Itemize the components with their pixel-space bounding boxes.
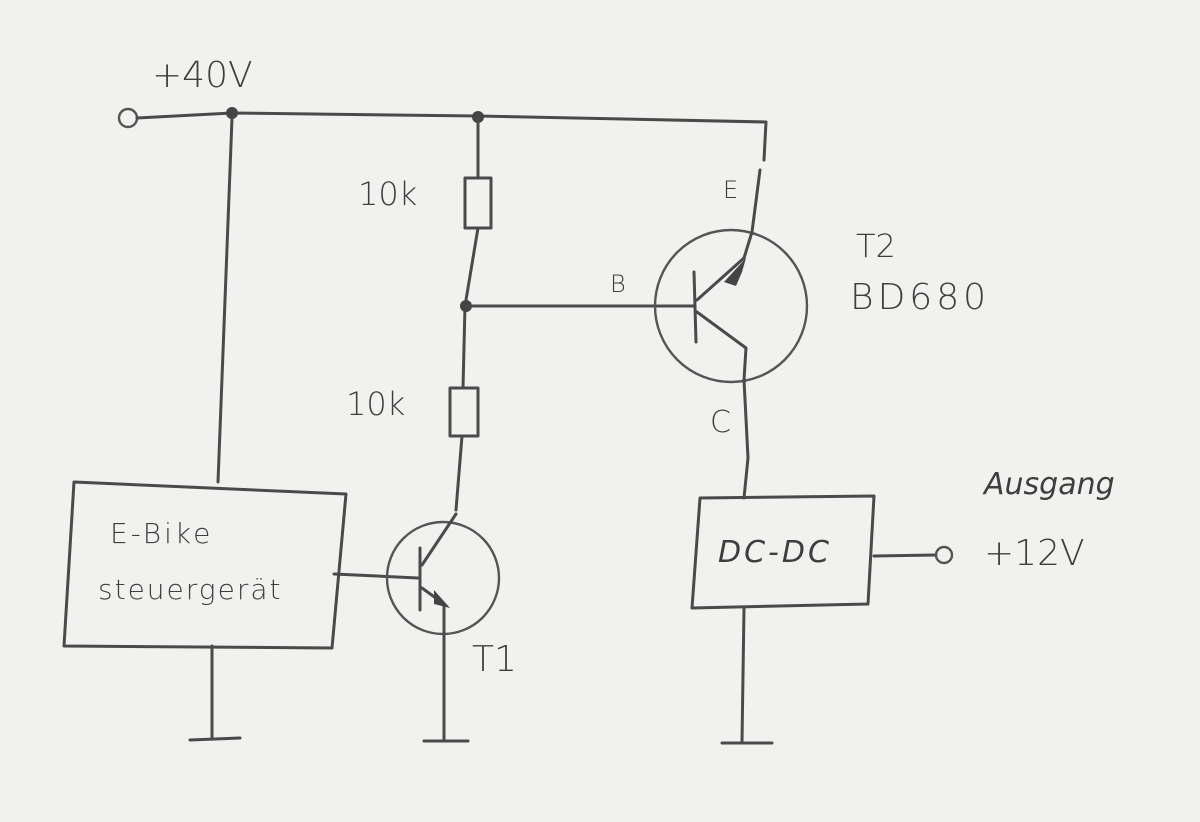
t1-ref-label: T1 — [472, 639, 517, 680]
t1-collector-lead — [420, 512, 458, 567]
output-heading: Ausgang — [984, 467, 1115, 502]
controller-label-line2: steuergerät — [98, 573, 283, 606]
controller-signal-wire — [332, 572, 420, 580]
t2-base-bar — [692, 270, 698, 344]
t2-emitter-lead — [695, 168, 762, 302]
dcdc-ground-wire — [740, 606, 746, 744]
resistor-bottom — [448, 386, 480, 438]
t2-collector-wire — [742, 378, 750, 500]
output-terminal — [934, 545, 954, 565]
output-voltage-label: +12V — [984, 533, 1085, 574]
t2-emitter-arrow — [724, 258, 746, 286]
t2-pin-b-label: B — [610, 270, 626, 298]
resistor-top-value: 10k — [358, 175, 418, 213]
supply-terminal — [117, 107, 139, 129]
supply-label: +40V — [152, 55, 253, 96]
t2-type-label: BD680 — [850, 277, 991, 318]
divider-wire-low — [454, 434, 464, 512]
t2-transistor-body — [653, 228, 809, 384]
dcdc-output-wire — [872, 553, 938, 558]
t2-pin-c-label: C — [710, 405, 731, 440]
dcdc-box — [690, 494, 876, 610]
ground-controller — [188, 736, 242, 742]
controller-box — [62, 480, 348, 650]
resistor-bottom-value: 10k — [346, 385, 406, 423]
dcdc-label: DC-DC — [718, 535, 832, 570]
t2-pin-e-label: E — [723, 176, 739, 204]
t2-collector-lead — [695, 310, 748, 382]
t1-emitter-arrow — [434, 590, 450, 608]
controller-supply-wire — [216, 116, 234, 484]
t1-emitter-lead — [420, 586, 446, 630]
junction-supply-left — [226, 107, 238, 119]
controller-label-line1: E-Bike — [110, 517, 214, 550]
resistor-top — [463, 176, 493, 230]
t2-ref-label: T2 — [856, 227, 896, 265]
